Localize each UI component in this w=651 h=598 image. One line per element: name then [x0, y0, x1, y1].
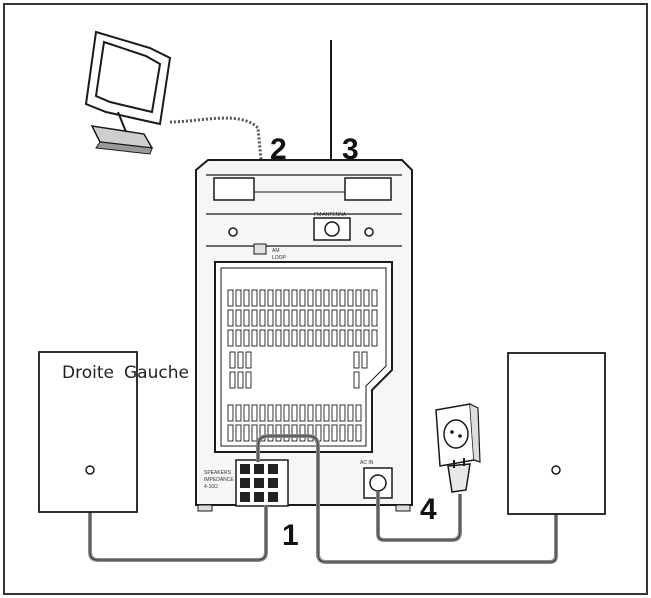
- speaker-right-box: [507, 352, 606, 515]
- fm-antenna-label: FM ANTENNA: [314, 212, 347, 218]
- power-in-label: AC IN: [360, 460, 374, 466]
- speaker-label-right: Droite: [62, 363, 114, 383]
- step-number-2: 2: [270, 133, 287, 166]
- speaker-cable-right-outline: [257, 435, 557, 563]
- step-number-1: 1: [282, 519, 299, 552]
- step-number-4: 4: [420, 493, 437, 526]
- speakers-label-3: 4-16Ω: [204, 484, 218, 490]
- wall-outlet: [435, 403, 481, 467]
- speaker-cable-left-outline: [89, 470, 267, 561]
- speaker-left-box: [38, 351, 138, 513]
- main-unit-rear: [195, 159, 413, 512]
- speaker-label-left: Gauche: [124, 363, 189, 383]
- step-number-3: 3: [342, 133, 359, 166]
- am-loop-label-2: LOOP: [272, 255, 287, 261]
- am-loop-label-1: AM: [272, 248, 280, 254]
- speakers-label-2: IMPEDANCE: [204, 477, 234, 483]
- am-loop-antenna: [84, 30, 172, 155]
- am-loop-cable: [169, 116, 264, 222]
- power-plug: [447, 458, 471, 493]
- speakers-label-1: SPEAKERS: [204, 470, 232, 476]
